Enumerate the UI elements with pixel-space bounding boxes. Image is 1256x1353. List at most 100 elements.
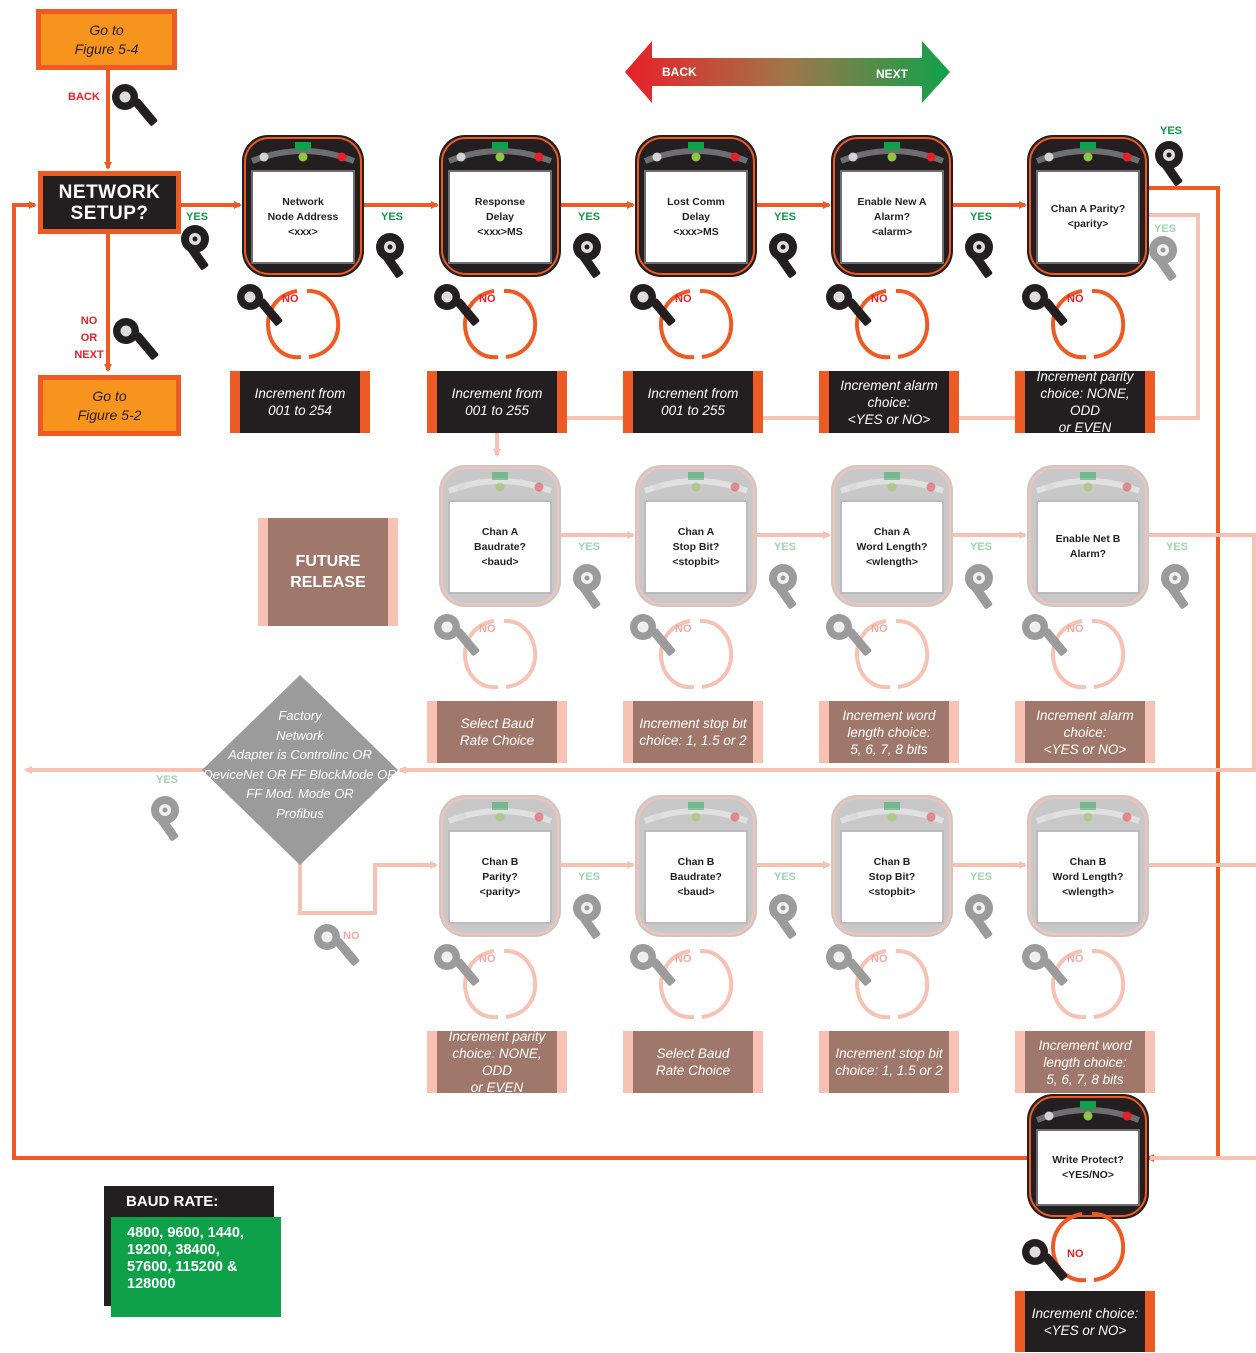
device-top: [643, 808, 749, 824]
row1-screen-text-2-line: Delay: [681, 210, 711, 223]
device-screen: [840, 500, 944, 594]
red-led: [730, 482, 740, 492]
row2-loop-3: [1051, 618, 1125, 690]
device-led-bar: [688, 472, 704, 480]
row3-screen-text-1-line: Chan B: [677, 855, 715, 868]
row1-no-label-2: NO: [675, 293, 692, 305]
loop-right: [503, 618, 537, 689]
yes-faded-label-6: YES: [578, 871, 601, 883]
row3-no-key-3: [1022, 944, 1068, 986]
row1-screen-text-3-line: Alarm?: [873, 210, 911, 223]
key-hole: [244, 291, 256, 303]
device-screen: [1036, 830, 1140, 924]
key-center: [976, 905, 982, 911]
go-to-figure-5-4-box[interactable]: Go to Figure 5-4: [36, 9, 177, 70]
key-handle: [1042, 958, 1068, 986]
row2-device-3: [1027, 465, 1149, 607]
green-led: [298, 152, 308, 162]
green-led: [495, 812, 505, 822]
device-screen: [448, 830, 552, 924]
yes-label-5: YES: [1160, 125, 1183, 137]
baud-rate-list: 4800, 9600, 1440, 19200, 38400, 57600, 1…: [111, 1217, 281, 1317]
key-handle: [650, 628, 676, 656]
loop-left: [1051, 289, 1087, 360]
device-ring: [637, 797, 755, 935]
key-hole: [1029, 621, 1041, 633]
device-top: [447, 478, 553, 494]
device-ring: [637, 467, 755, 605]
device-ring: [441, 467, 559, 605]
green-led: [691, 812, 701, 822]
yes-faded-label-0: YES: [1154, 223, 1177, 235]
write-protect-no-key: [1022, 1239, 1068, 1281]
row3-loop-0: [463, 948, 537, 1020]
device-ring: [1029, 137, 1147, 275]
row1-screen-text-3-line: <alarm>: [871, 225, 913, 238]
row3-device-2: [831, 795, 953, 937]
green-led: [691, 482, 701, 492]
row2-loop-0: [463, 618, 537, 690]
device-screen: [1036, 500, 1140, 594]
row3-loop-2: [855, 948, 929, 1020]
yes-faded-key-5: [151, 796, 179, 841]
device-top: [1035, 478, 1141, 494]
loop-left: [463, 949, 499, 1020]
decision-diamond-text: Factory Network Adapter is Controlinc OR…: [203, 708, 397, 821]
row1-loop-4: [1051, 288, 1125, 360]
row3-device-0: [439, 795, 561, 937]
future-release-box: FUTURE RELEASE: [258, 518, 398, 626]
no-or-next-key: [113, 318, 159, 360]
row1-screen-text-1-line: Response: [474, 195, 526, 208]
network-setup-box[interactable]: NETWORK SETUP?: [38, 171, 181, 234]
white-led: [456, 152, 466, 162]
row1-no-key-2: [630, 284, 676, 326]
loop-right: [503, 948, 537, 1019]
yes-faded-key-8: [965, 894, 993, 939]
loop-right: [1091, 1211, 1125, 1282]
green-led: [691, 152, 701, 162]
row1-screen-text-1-line: Delay: [485, 210, 515, 223]
row1-device-1: [439, 135, 561, 277]
green-led: [1083, 152, 1093, 162]
row2-no-label-0: NO: [479, 623, 496, 635]
row3-no-label-0: NO: [479, 953, 496, 965]
key-center: [387, 244, 393, 250]
device-screen: [840, 170, 944, 264]
arrow-next-label: NEXT: [876, 67, 909, 81]
yes-key-5: [1155, 141, 1183, 186]
yes-label-0: YES: [186, 211, 209, 223]
key-handle: [334, 938, 360, 966]
device-led-bar: [688, 802, 704, 810]
back-key: [112, 84, 158, 126]
key-hole: [833, 621, 845, 633]
white-led: [652, 812, 662, 822]
key-handle: [650, 298, 676, 326]
row2-no-label-3: NO: [1067, 623, 1084, 635]
device-led-bar: [1080, 802, 1096, 810]
write-protect-no-label: NO: [1067, 1248, 1084, 1260]
loop-right: [895, 618, 929, 689]
yes-faded-key-1: [573, 564, 601, 609]
row1-no-label-1: NO: [479, 293, 496, 305]
go-to-figure-5-2-box[interactable]: Go to Figure 5-2: [38, 375, 181, 436]
key-center: [162, 807, 168, 813]
red-led: [534, 812, 544, 822]
row3-no-key-1: [630, 944, 676, 986]
loop-left: [1051, 949, 1087, 1020]
key-handle: [846, 628, 872, 656]
row2-screen-text-0-line: Baudrate?: [474, 540, 526, 553]
device-screen: [644, 830, 748, 924]
row2-screen-text-3-line: Enable Net B: [1055, 533, 1121, 545]
row1-no-label-3: NO: [871, 293, 888, 305]
row3-screen-text-0-line: Chan B: [481, 855, 519, 868]
white-led: [652, 152, 662, 162]
row1-no-key-1: [434, 284, 480, 326]
loop-right: [895, 288, 929, 359]
write-protect-device: [1027, 1094, 1149, 1219]
